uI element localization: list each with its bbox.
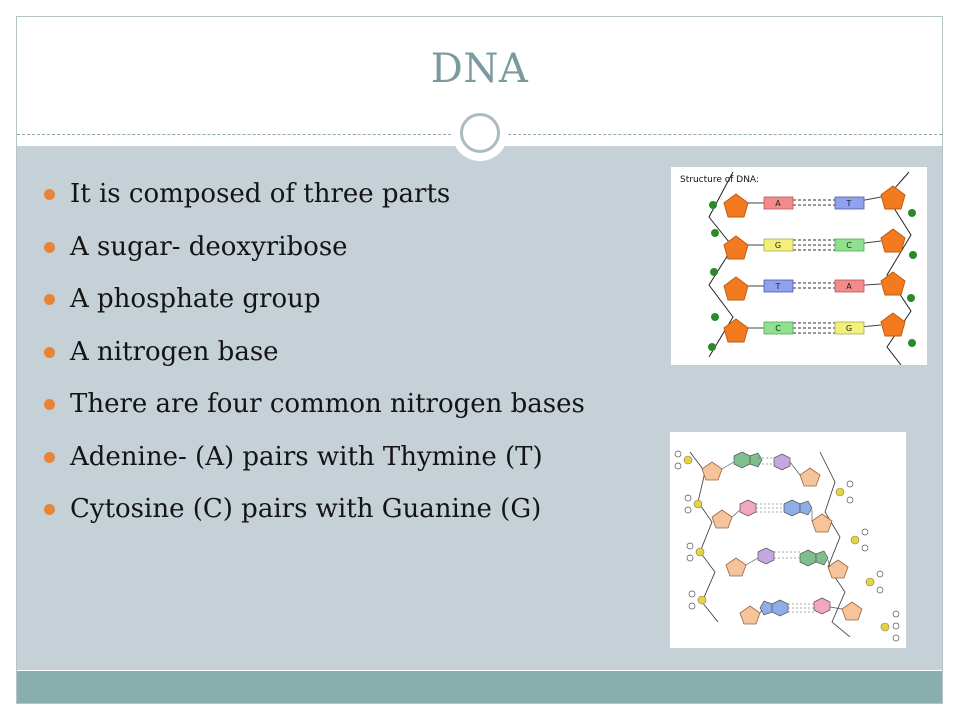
bullet-dot-icon <box>44 504 55 515</box>
bullet-text: Adenine- (A) pairs with Thymine (T) <box>70 441 543 472</box>
bullet-list: It is composed of three parts A sugar- d… <box>44 168 585 536</box>
base-label: T <box>775 282 781 291</box>
bullet-text: A nitrogen base <box>70 336 279 367</box>
dna-molecular-diagram <box>670 432 906 648</box>
bullet-item: A phosphate group <box>44 273 585 326</box>
dna-molecular-svg <box>674 450 900 642</box>
bullet-item: It is composed of three parts <box>44 168 585 221</box>
dna-structure-diagram: Structure of DNA: <box>671 167 927 366</box>
base-label: G <box>846 324 852 333</box>
bullet-text: Cytosine (C) pairs with Guanine (G) <box>70 494 542 524</box>
bullet-dot-icon <box>44 399 55 410</box>
bullet-dot-icon <box>44 189 55 200</box>
circle-ornament-icon <box>452 105 508 161</box>
bullet-dot-icon <box>44 451 55 463</box>
bullet-dot-icon <box>44 241 55 253</box>
bullet-item: Cytosine (C) pairs with Guanine (G) <box>44 483 585 536</box>
base-label: A <box>846 282 852 291</box>
bullet-dot-icon <box>44 294 55 305</box>
bullet-text: It is composed of three parts <box>70 179 451 209</box>
base-label: C <box>775 324 781 333</box>
bullet-item: A sugar- deoxyribose <box>44 221 585 274</box>
bullet-text: There are four common nitrogen bases <box>70 389 585 419</box>
footer-bar <box>17 671 942 703</box>
bullet-dot-icon <box>44 346 55 358</box>
base-label: G <box>775 241 781 250</box>
slide-title: DNA <box>430 46 529 92</box>
bullet-text: A sugar- deoxyribose <box>70 231 348 262</box>
dna-structure-svg: Structure of DNA: <box>680 171 917 366</box>
bullet-item: Adenine- (A) pairs with Thymine (T) <box>44 431 585 484</box>
bullet-item: A nitrogen base <box>44 326 585 379</box>
diagram-caption: Structure of DNA: <box>680 175 759 185</box>
base-label: A <box>775 199 781 208</box>
base-label: T <box>846 199 852 208</box>
bullet-item: There are four common nitrogen bases <box>44 378 585 431</box>
bullet-text: A phosphate group <box>70 284 321 314</box>
base-label: C <box>846 241 852 250</box>
